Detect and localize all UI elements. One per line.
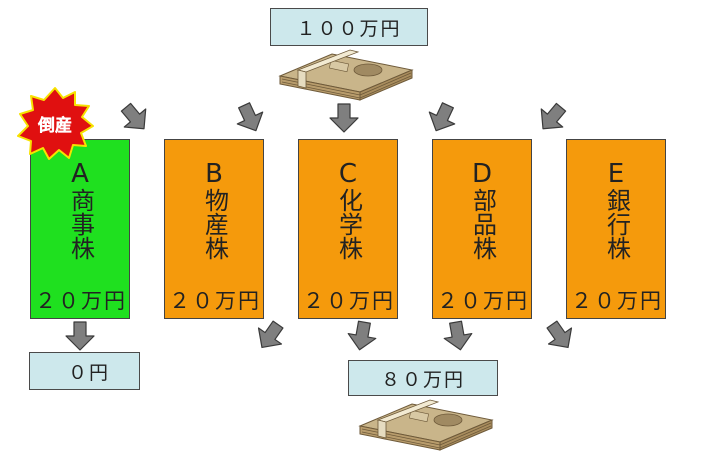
arrow-icon — [422, 98, 462, 138]
stock-amount: ２０万円 — [169, 289, 261, 313]
stock-amount: ２０万円 — [35, 289, 127, 313]
arrow-icon — [65, 321, 95, 351]
stock-box-e: E 銀行株 ２０万円 — [566, 139, 666, 319]
arrow-icon — [531, 97, 573, 139]
stock-box-d: D 部品株 ２０万円 — [432, 139, 532, 319]
arrow-icon — [230, 98, 270, 138]
arrow-icon — [249, 315, 291, 357]
stock-letter: E — [607, 159, 625, 189]
stock-name: 部品株 — [468, 188, 497, 260]
arrow-icon — [114, 97, 156, 139]
stock-letter: C — [338, 159, 358, 189]
stock-name: 商事株 — [66, 188, 95, 260]
bankrupt-badge-label: 倒産 — [38, 116, 72, 136]
stock-name: 物産株 — [200, 188, 229, 260]
stock-amount: ２０万円 — [571, 289, 663, 313]
stock-box-b: B 物産株 ２０万円 — [164, 139, 264, 319]
money-stack-icon — [359, 399, 493, 451]
stock-name: 化学株 — [334, 188, 363, 260]
stock-name: 銀行株 — [602, 188, 631, 260]
stock-letter: A — [71, 159, 89, 189]
arrow-icon — [329, 103, 359, 133]
zero-amount-label: ０円 — [29, 352, 140, 390]
stock-box-a: A 商事株 ２０万円 — [30, 139, 130, 319]
arrow-icon — [345, 319, 379, 353]
stock-amount: ２０万円 — [437, 289, 529, 313]
stock-box-c: C 化学株 ２０万円 — [298, 139, 398, 319]
bottom-amount-label: ８０万円 — [348, 360, 498, 396]
stock-amount: ２０万円 — [303, 289, 395, 313]
top-amount-label: １００万円 — [270, 8, 428, 46]
stock-letter: B — [205, 159, 223, 189]
stock-letter: D — [471, 159, 493, 189]
arrow-icon — [441, 319, 475, 353]
money-stack-icon — [279, 49, 413, 101]
arrow-icon — [539, 315, 581, 357]
